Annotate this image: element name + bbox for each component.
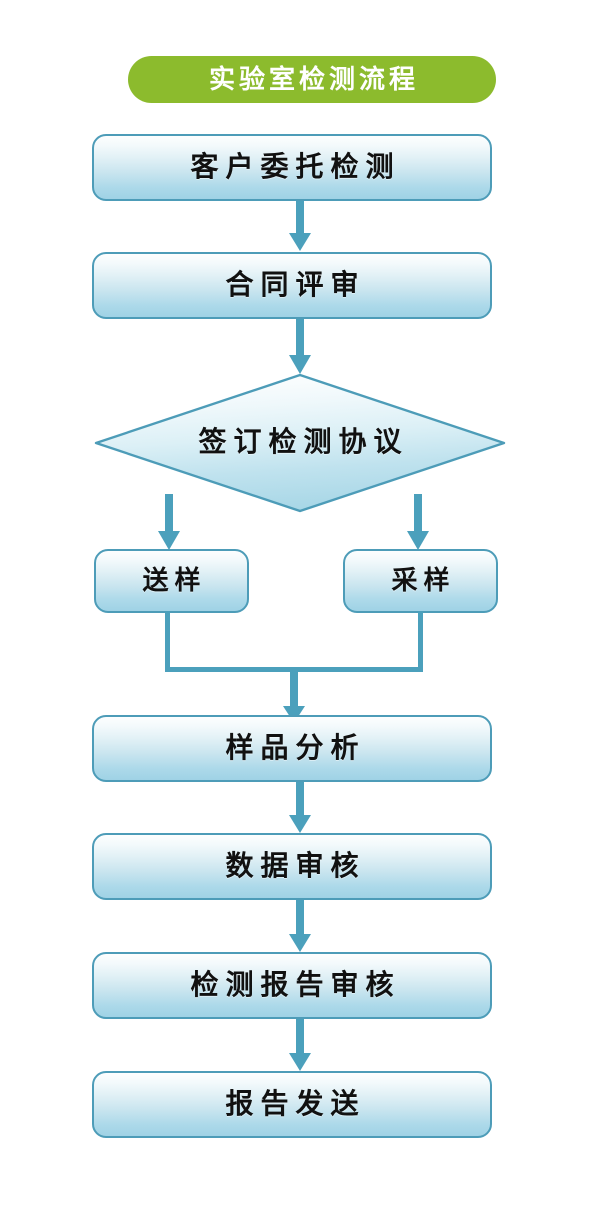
connector-arrow-n3-n4 [155, 494, 183, 551]
connector-arrow-n3-n5 [404, 494, 432, 551]
connector-arrow-n7-n8 [286, 900, 314, 953]
flow-node-label: 采样 [391, 566, 456, 595]
flow-node-report-delivery[interactable]: 报告发送 [92, 1071, 492, 1138]
chart-title-banner: 实验室检测流程 [128, 56, 496, 103]
flow-node-contract-review[interactable]: 合同评审 [92, 252, 492, 319]
flow-node-label: 报告发送 [225, 1088, 366, 1120]
diamond-shape [94, 373, 506, 513]
flow-node-report-review[interactable]: 检测报告审核 [92, 952, 492, 1019]
connector-arrow-n6-n7 [286, 782, 314, 834]
flow-node-sample-delivery[interactable]: 送样 [94, 549, 249, 613]
connector-arrow-n2-n3 [286, 319, 314, 375]
flow-node-label: 数据审核 [225, 850, 366, 882]
flow-node-sign-agreement[interactable]: 签订检测协议 [90, 372, 510, 514]
flow-node-sampling[interactable]: 采样 [343, 549, 498, 613]
flow-node-label: 合同评审 [225, 269, 366, 301]
flow-node-label: 签订检测协议 [198, 427, 409, 458]
flow-node-label: 样品分析 [225, 732, 366, 764]
flow-node-label: 客户委托检测 [190, 151, 401, 183]
connector-arrow-n1-n2 [286, 201, 314, 252]
flow-node-label: 检测报告审核 [190, 969, 401, 1001]
connector-merge-n4-n5-to-n6 [160, 611, 440, 723]
connector-arrow-n8-n9 [286, 1019, 314, 1072]
flow-node-label: 送样 [142, 566, 207, 595]
flow-node-data-review[interactable]: 数据审核 [92, 833, 492, 900]
chart-title-text: 实验室检测流程 [208, 64, 419, 95]
flow-node-customer-request[interactable]: 客户委托检测 [92, 134, 492, 201]
flow-node-sample-analysis[interactable]: 样品分析 [92, 715, 492, 782]
